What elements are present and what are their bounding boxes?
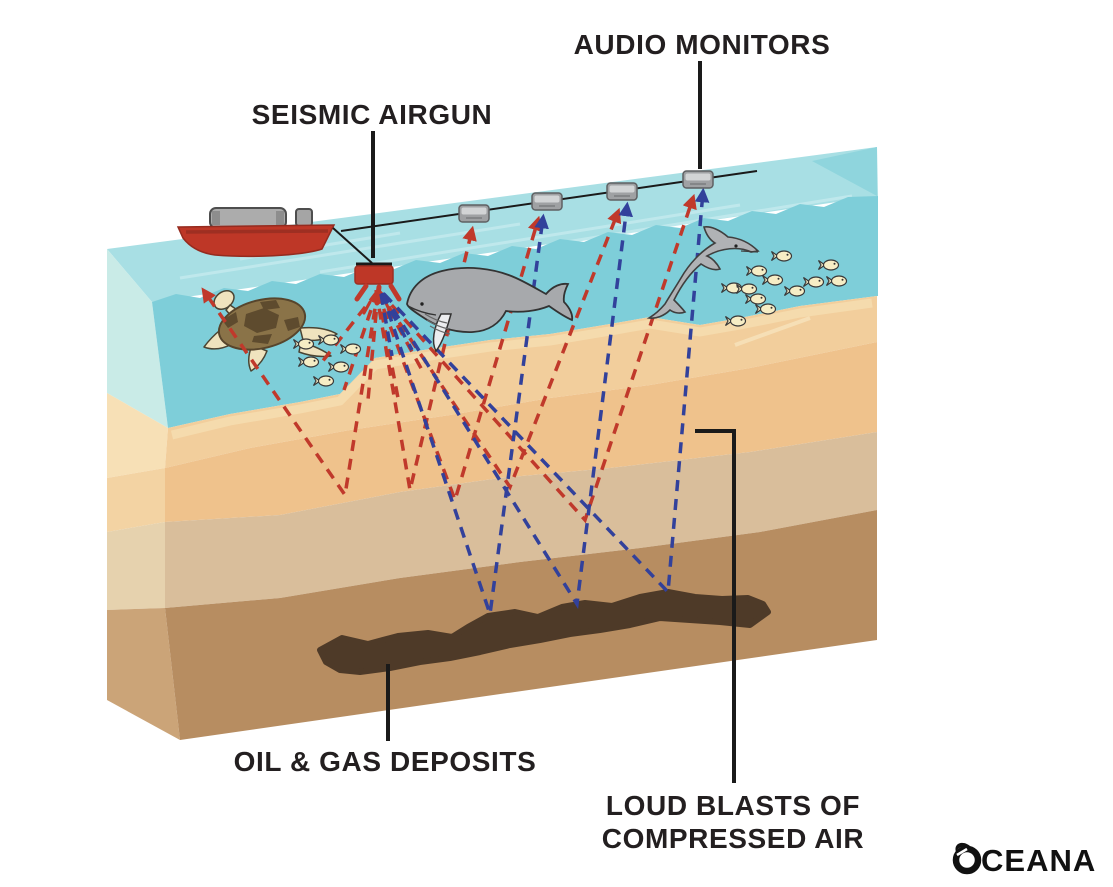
sound-ray-reflected [379, 293, 394, 357]
sound-ray-reflected [381, 201, 634, 610]
label-seismic-airgun: SEISMIC AIRGUN [251, 99, 493, 130]
sound-ray-outgoing [320, 290, 379, 364]
dolphin [646, 226, 760, 319]
sediment-side-2 [107, 468, 165, 532]
ship-funnel [295, 208, 313, 227]
water-side-face [107, 249, 168, 428]
logo-whale-fin [955, 842, 972, 852]
sediment-side-3 [107, 522, 165, 610]
sound-ray-reflected [380, 293, 414, 351]
loud-blasts-leader-line [695, 429, 736, 783]
logo-fin-gap [956, 847, 968, 857]
audio-monitor-device [606, 182, 638, 201]
airgun-body [354, 265, 394, 285]
sound-ray-reflected [382, 187, 710, 597]
airgun-tow-cable [332, 227, 373, 264]
oceana-logo: CEANA [952, 842, 1096, 878]
humpback-whale [406, 267, 574, 353]
dolphin-eye [734, 244, 738, 248]
sediment-layer-3 [165, 432, 877, 608]
sound-rays-blue [379, 187, 710, 615]
water-surface-corner [812, 147, 877, 196]
label-loud-blasts-line1: LOUD BLASTS OF [605, 790, 861, 821]
sound-ray-outgoing [376, 207, 622, 491]
sea-turtle [203, 289, 338, 372]
dolphin-body [646, 226, 760, 319]
sound-ray-outgoing [377, 193, 697, 524]
turtle-shell-plates [222, 300, 300, 344]
sediment-side-1 [107, 393, 168, 478]
ship-cabin-cap-right [276, 211, 284, 225]
logo-text: CEANA [981, 843, 1096, 878]
whale-eye [420, 302, 424, 306]
whale-mouth [407, 305, 437, 316]
seafloor-bevel [170, 298, 873, 440]
label-loud-blasts-line2: COMPRESSED AIR [601, 823, 865, 854]
survey-ship [176, 207, 336, 258]
label-loud-blasts: LOUD BLASTS OF COMPRESSED AIR [602, 789, 865, 855]
ocean-block [107, 147, 878, 740]
oil-gas-deposit [317, 589, 771, 675]
audio-monitor-device [458, 204, 490, 223]
sediment-layer-2 [165, 342, 877, 522]
audio-monitor-device [531, 192, 563, 211]
ship-cabin [209, 207, 287, 229]
label-oil-gas-deposits: OIL & GAS DEPOSITS [233, 746, 537, 777]
sound-ray-outgoing [342, 291, 379, 391]
dolphin-mouth [740, 250, 759, 253]
whale-throat-grooves [424, 313, 451, 335]
sand-highlight-streak [734, 316, 811, 347]
label-audio-monitors: AUDIO MONITORS [573, 29, 831, 60]
ship-deck-stripe [185, 229, 329, 234]
audio-monitor-device [682, 170, 714, 189]
ship-cabin-cap-left [212, 211, 220, 225]
sediment-side-4 [107, 608, 180, 740]
